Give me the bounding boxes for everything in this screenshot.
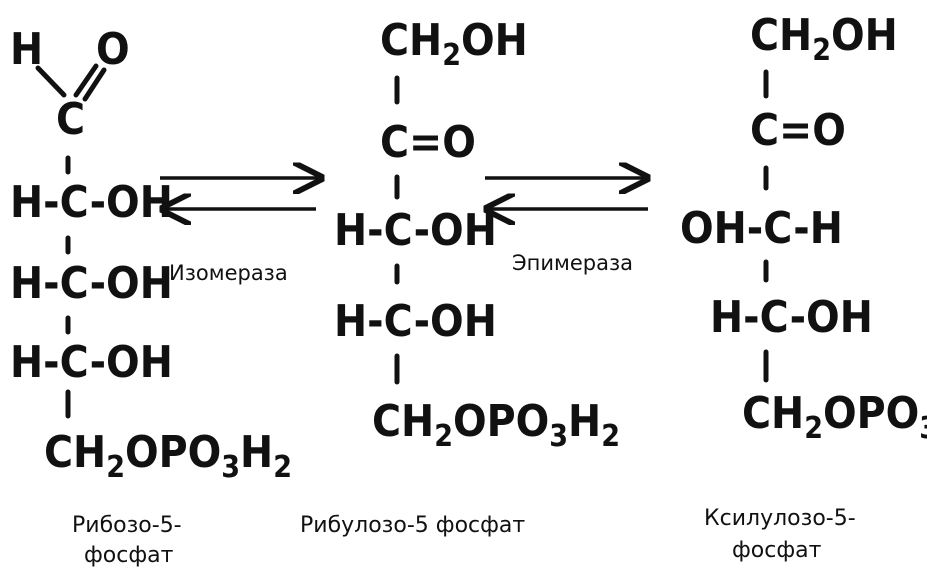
- xylulose-row-2: H-C-OH: [710, 292, 873, 343]
- xylulose-phosphate-group: CH2OPO3H2: [742, 388, 927, 446]
- ribulose-5-phosphate-structure: CH2OH C=O H-C-OH H-C-OH CH2OPO3H2: [334, 15, 620, 454]
- ribulose-row-1: H-C-OH: [334, 205, 497, 256]
- ribose-aldehyde-carbon: C: [56, 94, 85, 145]
- ribose-row-2: H-C-OH: [10, 258, 173, 309]
- ribulose-ch2oh-group: CH2OH: [380, 15, 528, 73]
- ribulose-keto-group: C=O: [380, 117, 476, 168]
- isomerase-label: Изомераза: [169, 261, 288, 285]
- xylulose-caption-line-1: Ксилулозо-5-: [704, 506, 856, 531]
- ribulose-row-2: H-C-OH: [334, 296, 497, 347]
- ribose-double-bond-b: [82, 67, 107, 102]
- ribose-h-bond: [35, 65, 67, 98]
- ribulose-caption: Рибулозо-5 фосфат: [300, 513, 525, 538]
- ribose-o-atom: O: [96, 24, 130, 75]
- ribose-row-1: H-C-OH: [10, 177, 173, 228]
- ribose-phosphate-group: CH2OPO3H2: [44, 427, 292, 485]
- ribose-caption-line-2: фосфат: [84, 543, 174, 568]
- xylulose-5-phosphate-structure: CH2OH C=O OH-C-H H-C-OH CH2OPO3H2: [680, 10, 927, 446]
- ribulose-phosphate-group: CH2OPO3H2: [372, 396, 620, 454]
- ribose-caption-line-1: Рибозо-5-: [72, 513, 182, 538]
- ribose-row-3: H-C-OH: [10, 337, 173, 388]
- epimerase-label: Эпимераза: [512, 251, 633, 275]
- ribose-double-bond-a: [73, 63, 99, 98]
- xylulose-row-1: OH-C-H: [680, 203, 843, 254]
- xylulose-keto-group: C=O: [750, 105, 846, 156]
- ribose-5-phosphate-structure: H O C H-C-OH H-C-OH H-C-OH CH2OPO3H2: [10, 24, 292, 485]
- xylulose-ch2oh-group: CH2OH: [750, 10, 898, 68]
- xylulose-caption-line-2: фосфат: [732, 538, 822, 563]
